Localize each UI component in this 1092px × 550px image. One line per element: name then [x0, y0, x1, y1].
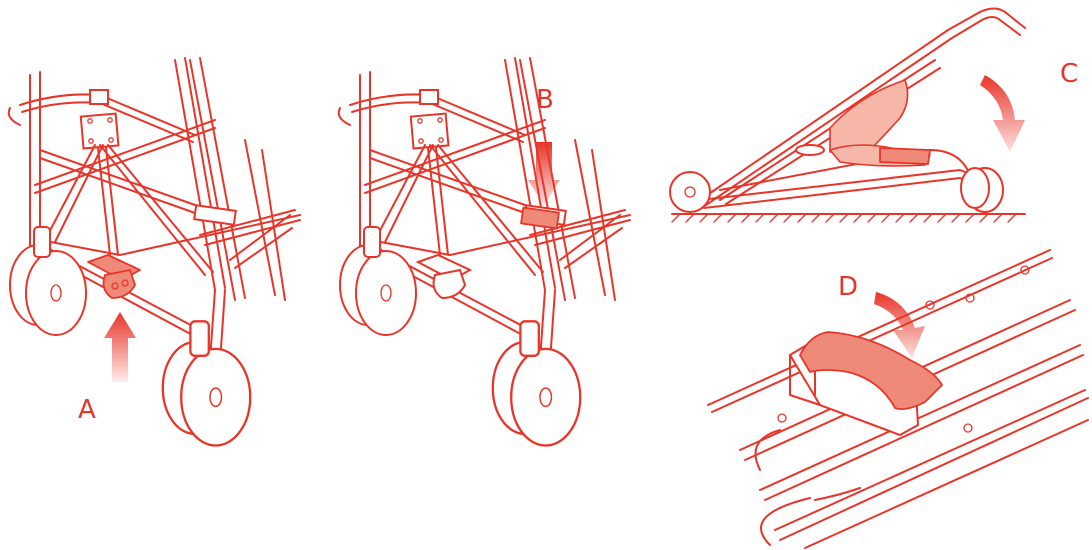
- panel-b-lock-slider: B: [337, 57, 631, 447]
- up-arrow-a: [104, 312, 136, 382]
- down-arrow-b: [528, 142, 560, 205]
- seat-fabric: [829, 79, 909, 153]
- pedal-a: [87, 254, 141, 299]
- curved-arrow-d: [874, 292, 925, 358]
- front-wheels-right-b: [491, 320, 582, 447]
- pedal-b: [415, 253, 473, 300]
- ground-hatch: [671, 213, 1017, 223]
- panel-d-lock-clip: D: [707, 249, 1089, 549]
- rear-wheel-c: [669, 171, 711, 213]
- panel-a-release-pedal: A: [7, 57, 301, 447]
- label-b: B: [536, 85, 554, 115]
- label-c: C: [1060, 59, 1078, 89]
- clip-lever-d: [799, 331, 943, 411]
- curved-arrow-c: [980, 75, 1025, 152]
- label-a: A: [78, 395, 96, 425]
- front-wheels-left-b: [339, 226, 417, 336]
- label-d: D: [838, 272, 858, 302]
- front-wheels-left: [9, 226, 87, 336]
- slider-b: [520, 206, 560, 230]
- panel-c-fold-stroller: C: [669, 7, 1078, 223]
- front-wheels-right: [161, 320, 252, 447]
